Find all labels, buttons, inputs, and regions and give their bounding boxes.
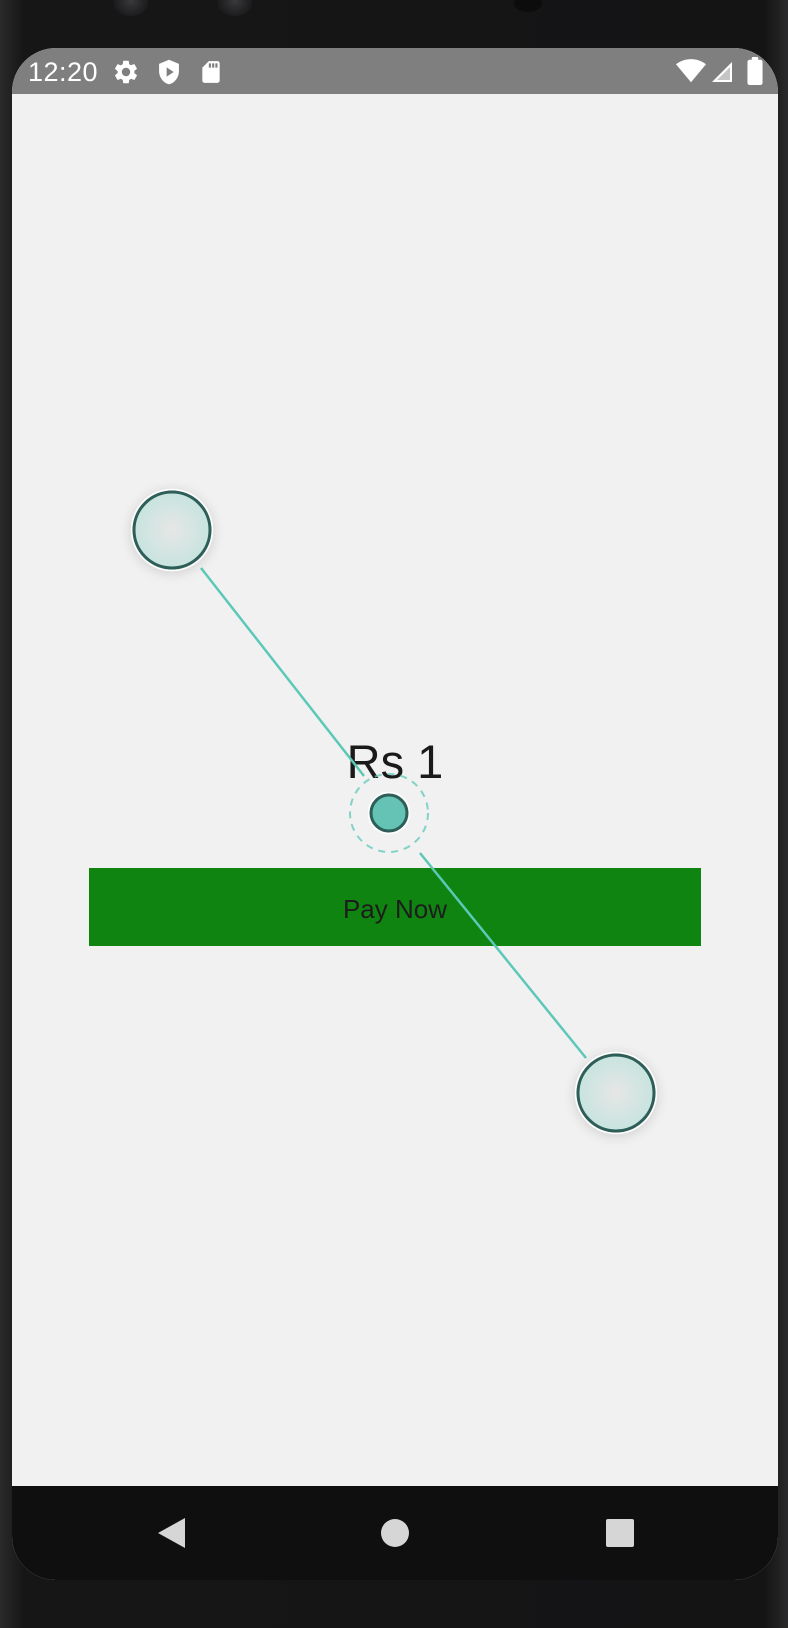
proximity-sensor [514, 0, 542, 12]
home-icon [381, 1519, 409, 1547]
pay-now-button[interactable]: Pay Now [89, 868, 701, 946]
home-button[interactable] [335, 1486, 455, 1580]
sd-card-icon [202, 61, 220, 83]
recents-icon [606, 1519, 634, 1547]
back-button[interactable] [112, 1486, 232, 1580]
battery-icon [747, 57, 763, 85]
wifi-icon [676, 59, 706, 83]
pay-now-label: Pay Now [342, 894, 448, 924]
app-content: Rs 1 Pay Now [12, 94, 778, 1486]
phone-screen: 12:20 Rs 1 [12, 48, 778, 1580]
front-camera-right [218, 0, 252, 16]
settings-icon [115, 60, 137, 84]
status-time: 12:20 [28, 57, 99, 87]
price-label: Rs 1 [346, 735, 444, 788]
status-bar: 12:20 [12, 48, 778, 94]
shield-play-icon [159, 59, 179, 85]
recents-button[interactable] [559, 1486, 679, 1580]
navigation-bar [12, 1486, 778, 1580]
front-camera-left [114, 0, 148, 16]
signal-icon [712, 62, 732, 82]
back-icon [158, 1518, 185, 1548]
